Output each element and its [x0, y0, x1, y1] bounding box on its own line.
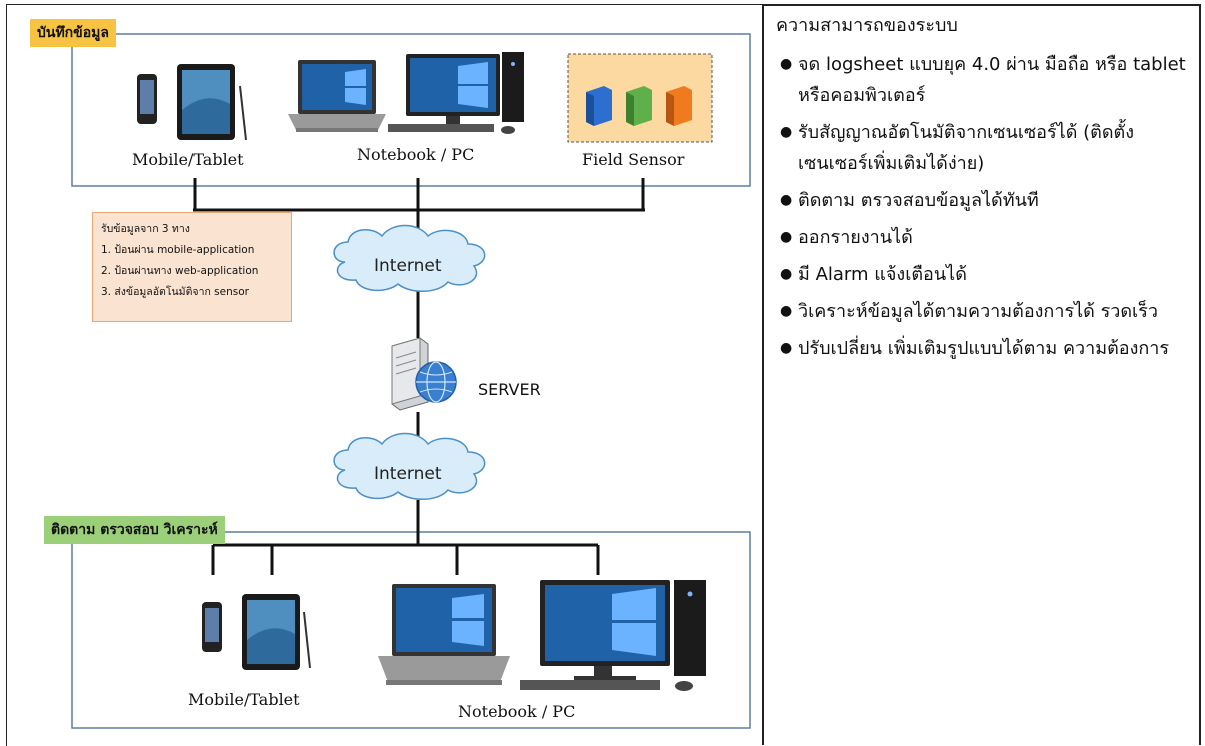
table-frame-left — [6, 4, 763, 746]
internet-cloud-top — [333, 224, 486, 292]
capabilities-panel: ความสามารถของระบบ จด logsheet แบบยุค 4.0… — [776, 10, 1194, 370]
notebook-icon-bottom — [378, 584, 510, 685]
mobile-tablet-label-top: Mobile/Tablet — [132, 150, 244, 169]
notebook-pc-label-bottom: Notebook / PC — [458, 702, 576, 721]
server-label: SERVER — [478, 380, 541, 399]
note-line: 2. ป้อนผ่านทาง web-application — [101, 265, 259, 277]
desktop-pc-icon-top — [388, 52, 524, 134]
capability-item: ปรับเปลี่ยน เพิ่มเติมรูปแบบได้ตาม ความต้… — [776, 333, 1194, 364]
table-divider — [762, 4, 764, 745]
capability-item: มี Alarm แจ้งเตือนได้ — [776, 259, 1194, 290]
capability-item: ติดตาม ตรวจสอบข้อมูลได้ทันที — [776, 185, 1194, 216]
capability-item: รับสัญญาณอัตโนมัติจากเซนเซอร์ได้ (ติดตั้… — [776, 117, 1194, 179]
notebook-pc-label-top: Notebook / PC — [357, 145, 475, 164]
internet-label-top: Internet — [374, 256, 442, 276]
note-line: 3. ส่งข้อมูลอัตโนมัติจาก sensor — [101, 286, 249, 298]
monitor-box — [71, 531, 751, 729]
mobile-tablet-label-bottom: Mobile/Tablet — [188, 690, 300, 709]
capability-item: วิเคราะห์ข้อมูลได้ตามความต้องการได้ รวดเ… — [776, 296, 1194, 327]
internet-label-bottom: Internet — [374, 464, 442, 484]
capability-item: ออกรายงานได้ — [776, 222, 1194, 253]
capability-item: จด logsheet แบบยุค 4.0 ผ่าน มือถือ หรือ … — [776, 49, 1194, 111]
note-line: 1. ป้อนผ่าน mobile-application — [101, 244, 255, 256]
mobile-tablet-icon-bottom — [202, 594, 311, 670]
server-icon — [391, 337, 457, 411]
capabilities-list: จด logsheet แบบยุค 4.0 ผ่าน มือถือ หรือ … — [776, 49, 1194, 364]
note-title: รับข้อมูลจาก 3 ทาง — [101, 223, 190, 235]
capabilities-title: ความสามารถของระบบ — [776, 15, 958, 36]
record-box — [71, 33, 751, 187]
notebook-icon-top — [288, 60, 386, 132]
field-sensor-label: Field Sensor — [582, 150, 685, 169]
internet-cloud-bottom — [333, 432, 486, 500]
table-frame-right — [1199, 4, 1201, 745]
field-sensor-icon — [567, 53, 713, 143]
network-diagram — [71, 33, 751, 729]
table-frame-top — [762, 4, 1200, 6]
bottom-connector — [211, 543, 600, 575]
monitor-section-title: ติดตาม ตรวจสอบ วิเคราะห์ — [44, 516, 225, 544]
data-input-note: รับข้อมูลจาก 3 ทาง 1. ป้อนผ่าน mobile-ap… — [92, 212, 292, 322]
mobile-tablet-icon-top — [137, 64, 247, 141]
record-section-title: บันทึกข้อมูล — [30, 19, 116, 47]
desktop-pc-icon-bottom — [520, 580, 706, 691]
